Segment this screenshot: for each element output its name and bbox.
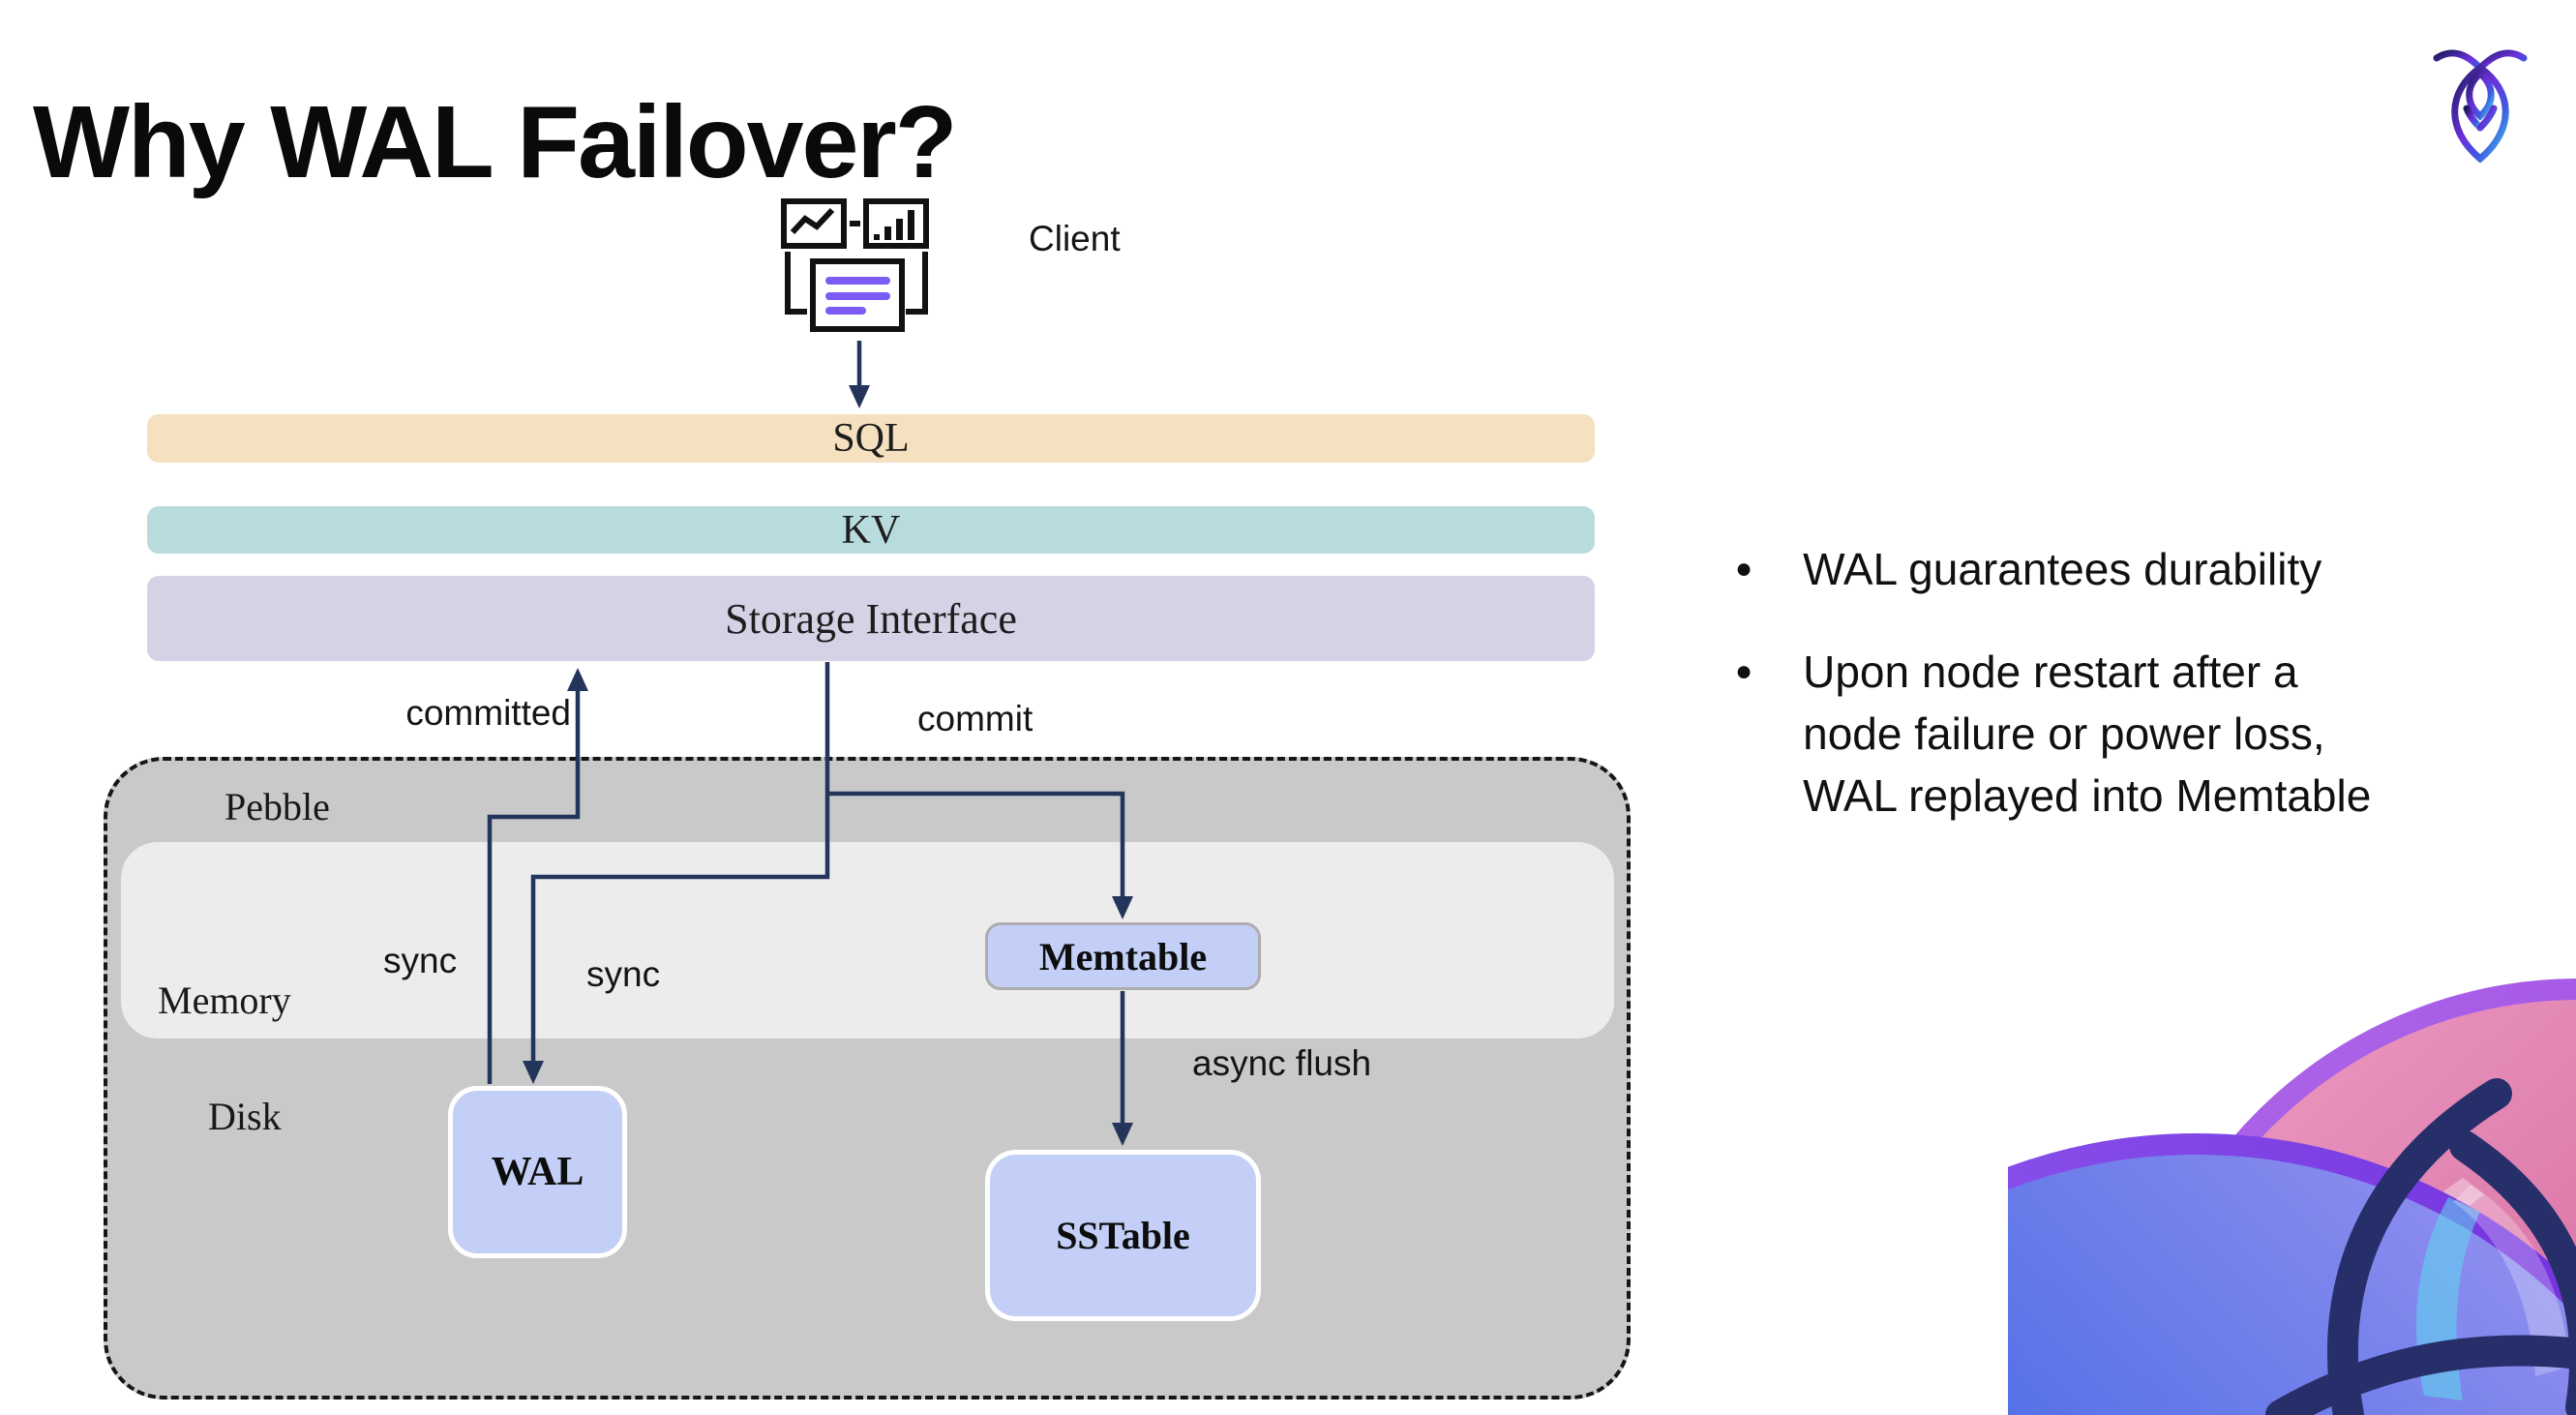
wal-box: WAL: [448, 1086, 627, 1258]
bullet-dot-icon: ●: [1735, 655, 1753, 687]
list-item: ● WAL guarantees durability: [1735, 538, 2576, 600]
sql-layer-bar: SQL: [147, 414, 1595, 463]
sync-right-edge-label: sync: [586, 954, 661, 994]
bullet-text: Upon node restart after a node failure o…: [1803, 647, 2372, 821]
memtable-box: Memtable: [985, 922, 1261, 990]
async-flush-edge-label: async flush: [1192, 1043, 1372, 1083]
bullet-dot-icon: ●: [1735, 553, 1753, 585]
bullet-list: ● WAL guarantees durability ● Upon node …: [1735, 538, 2576, 867]
pebble-label: Pebble: [225, 785, 330, 828]
sstable-box-label: SSTable: [1056, 1214, 1190, 1257]
memory-label: Memory: [158, 978, 291, 1022]
committed-edge-label: committed: [405, 693, 571, 733]
kv-layer-bar: KV: [147, 506, 1595, 554]
wal-box-label: WAL: [491, 1150, 584, 1194]
kv-layer-label: KV: [841, 507, 901, 553]
page-title: Why WAL Failover?: [33, 85, 957, 200]
commit-edge-label: commit: [917, 699, 1033, 738]
sql-layer-label: SQL: [832, 416, 910, 461]
memtable-box-label: Memtable: [1038, 934, 1208, 978]
memory-band: [121, 842, 1614, 1039]
disk-label: Disk: [208, 1095, 282, 1138]
client-devices-icon: [781, 198, 929, 332]
storage-interface-label: Storage Interface: [725, 594, 1017, 643]
sstable-box: SSTable: [985, 1150, 1261, 1321]
brand-corner-art: [2008, 978, 2576, 1415]
list-item: ● Upon node restart after a node failure…: [1735, 641, 2576, 827]
bullet-text: WAL guarantees durability: [1803, 544, 2322, 594]
cockroachdb-logo-icon: [2433, 49, 2528, 164]
client-label: Client: [1029, 219, 1121, 258]
sync-left-edge-label: sync: [383, 941, 458, 980]
storage-interface-layer-bar: Storage Interface: [147, 576, 1595, 661]
